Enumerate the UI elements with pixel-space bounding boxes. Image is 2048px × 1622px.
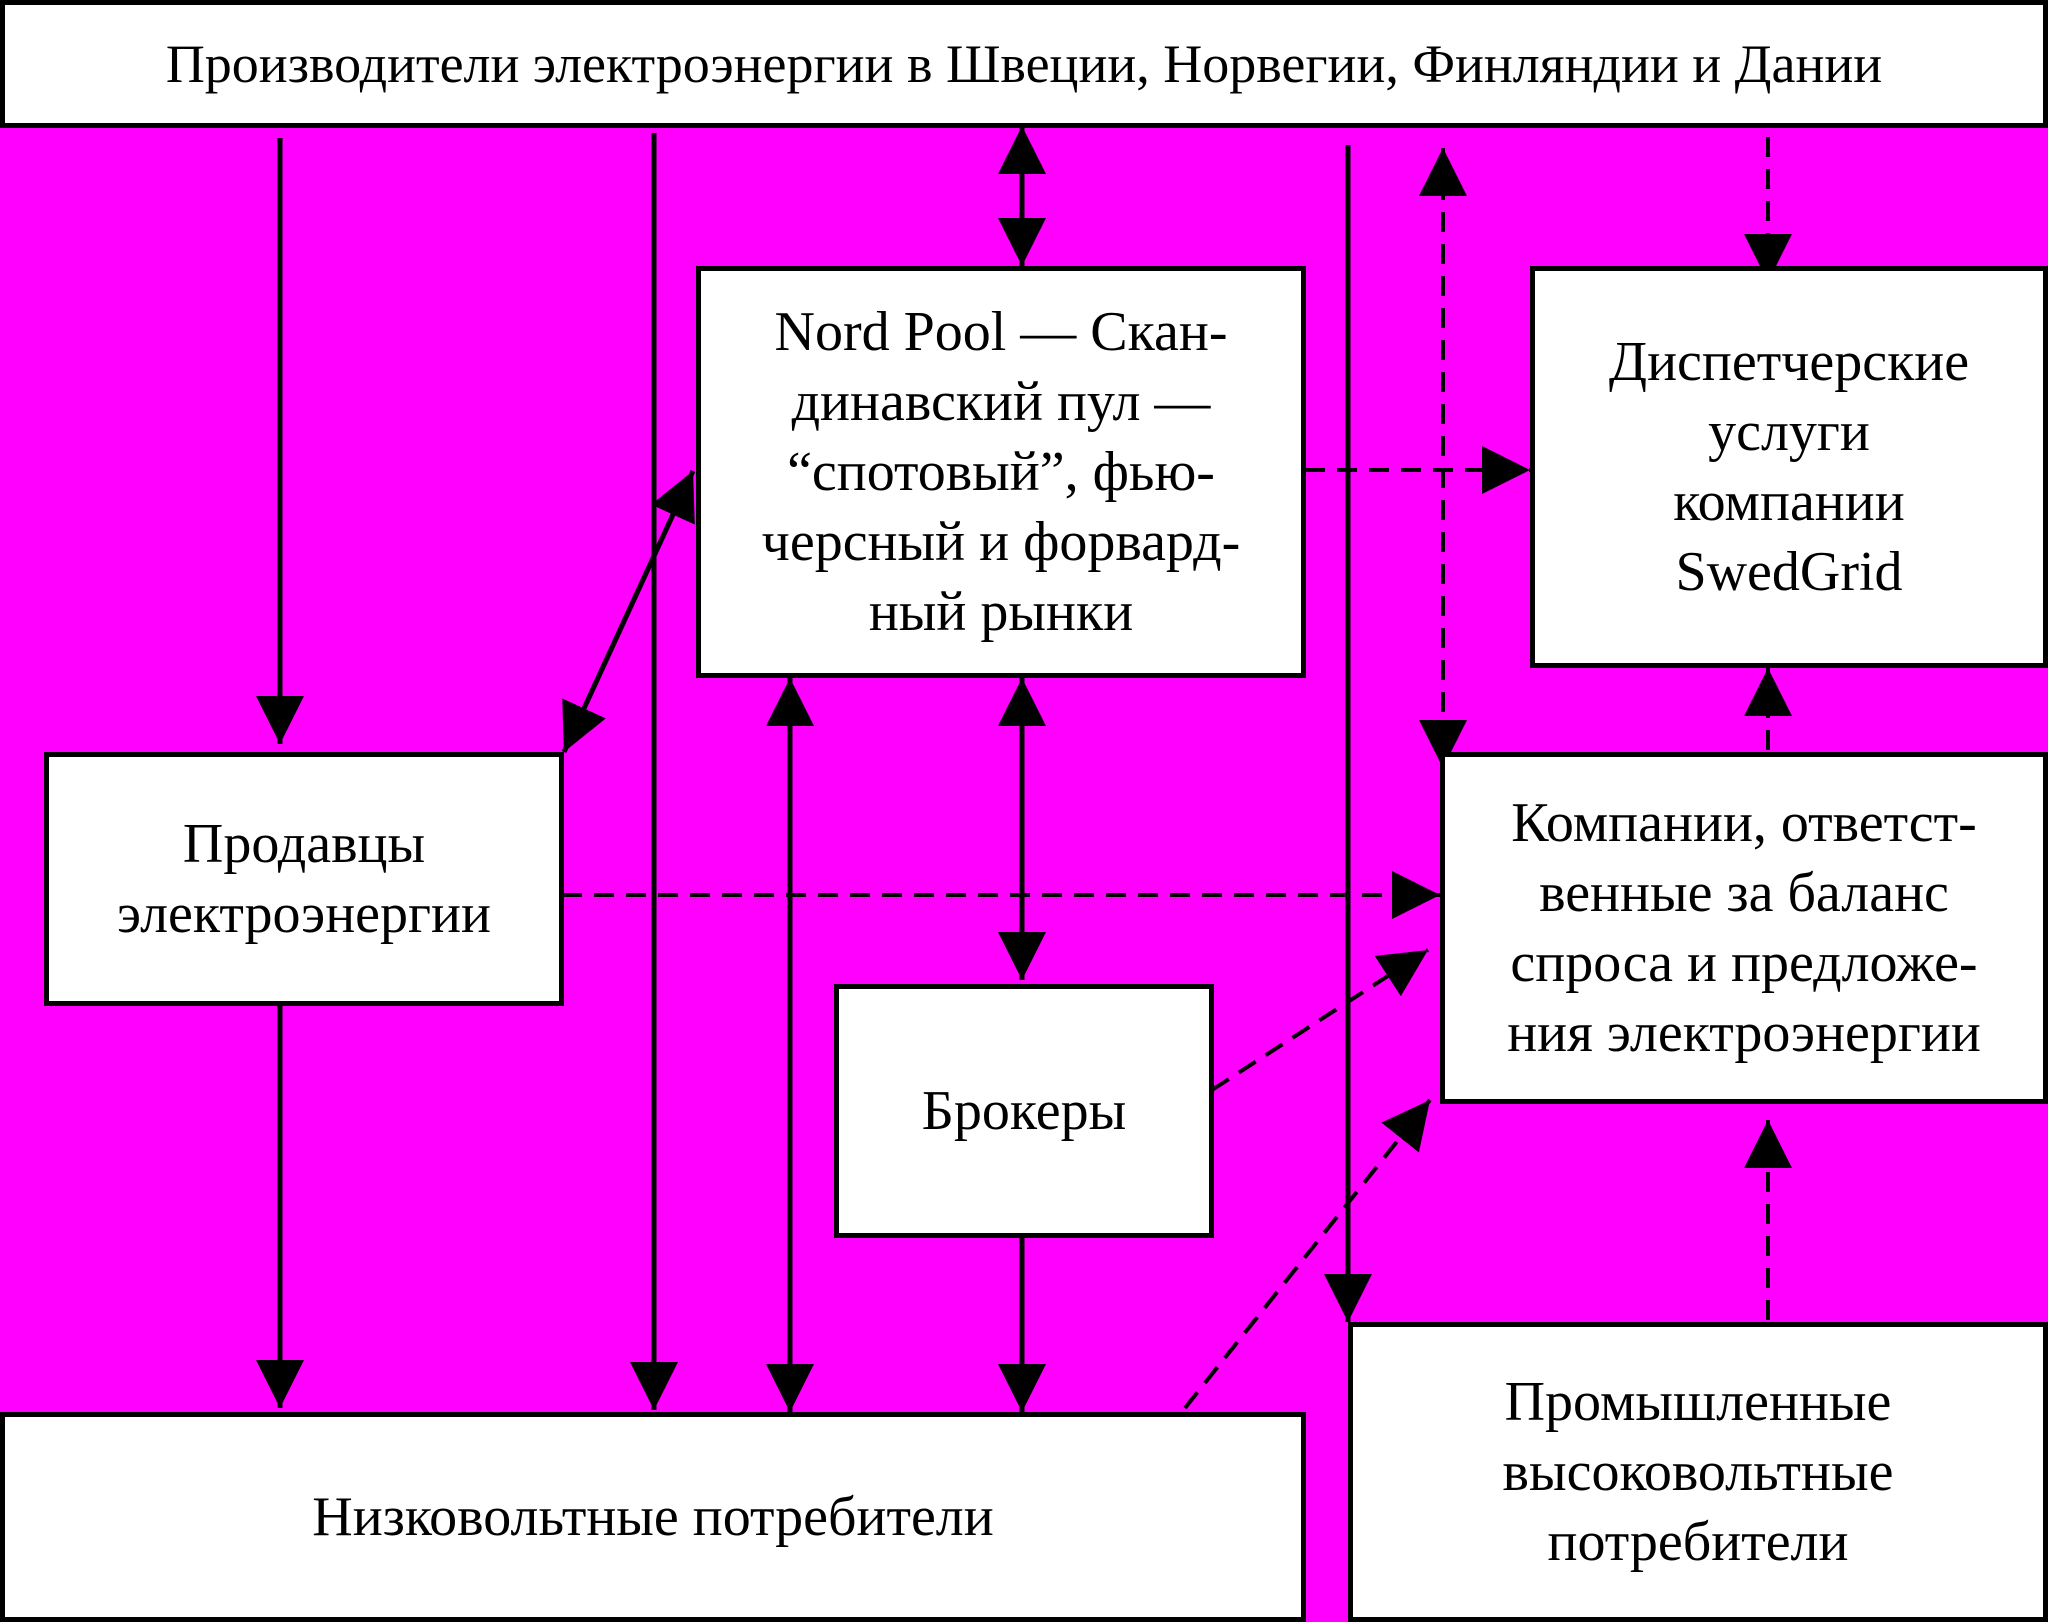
dispatch-box: Диспетчерские услуги компании SwedGrid — [1530, 266, 2048, 668]
balance-label: Компании, ответст- венные за баланс спро… — [1507, 792, 1981, 1064]
brokers-label: Брокеры — [921, 1080, 1127, 1142]
producers-box: Производители электроэнергии в Швеции, Н… — [0, 0, 2048, 128]
high-voltage-box: Промышленные высоковольтные потребители — [1348, 1322, 2048, 1622]
nordpool-label: Nord Pool — Скан- динавский пул — “спото… — [761, 301, 1241, 643]
brokers-box: Брокеры — [834, 984, 1214, 1238]
balance-box: Компании, ответст- венные за баланс спро… — [1440, 752, 2048, 1104]
low-voltage-label: Низковольтные потребители — [312, 1486, 994, 1548]
dispatch-label: Диспетчерские услуги компании SwedGrid — [1608, 331, 1970, 603]
low-voltage-box: Низковольтные потребители — [0, 1412, 1306, 1622]
arrow-nordpool-sellers — [561, 469, 696, 754]
nordpool-box: Nord Pool — Скан- динавский пул — “спото… — [696, 266, 1306, 678]
dashed-arrow-brokers-to-balance — [1210, 948, 1430, 1092]
high-voltage-label: Промышленные высоковольтные потребители — [1502, 1371, 1894, 1573]
sellers-label: Продавцы электроэнергии — [117, 813, 491, 945]
producers-label: Производители электроэнергии в Швеции, Н… — [165, 34, 1883, 94]
dashed-arrow-low-voltage-to-balance — [1183, 1098, 1432, 1410]
sellers-box: Продавцы электроэнергии — [44, 752, 564, 1006]
